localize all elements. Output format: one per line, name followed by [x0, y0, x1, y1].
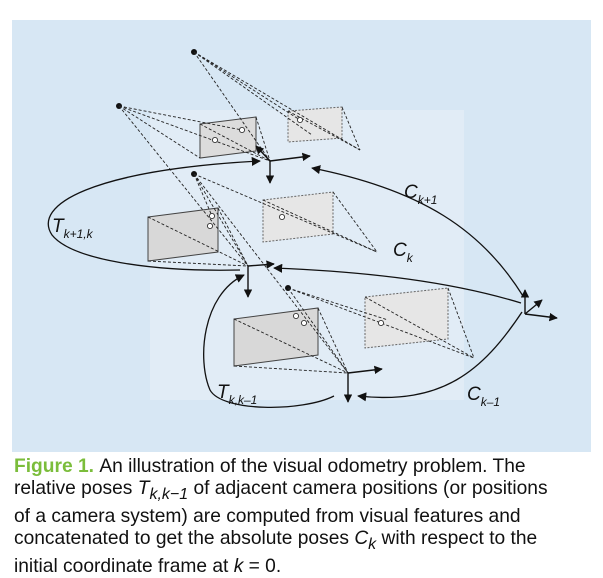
- image-plane-left-mid: [147, 207, 219, 262]
- pose-curve-c-k-plus-1: [311, 165, 524, 297]
- caption-line: concatenated to get the absolute poses C…: [14, 527, 538, 553]
- label-c-k: Ck: [393, 240, 414, 265]
- image-plane-left-bottom: [233, 307, 319, 367]
- caption-line: relative poses Tk,k−1 of adjacent camera…: [14, 478, 548, 503]
- caption-line: Figure 1. An illustration of the visual …: [14, 456, 526, 477]
- label-t-k-plus-1-k: Tk+1,k: [52, 216, 94, 241]
- label-t-k-k-minus-1: Tk,k–1: [217, 382, 257, 407]
- pose-curve-t-k-k-minus-1: [203, 274, 335, 408]
- caption-line: initial coordinate frame at k = 0.: [14, 555, 282, 577]
- world-frame-axes: [520, 289, 558, 322]
- image-plane-right-mid: [262, 191, 334, 243]
- visual-odometry-diagram: Ck+1 Ck Ck–1 Tk+1,k Tk,k–1: [47, 49, 558, 409]
- pose-curve-t-k-plus-1-k: [47, 156, 261, 271]
- label-c-k-minus-1: Ck–1: [467, 384, 500, 409]
- camera-k: [118, 105, 378, 298]
- caption-line: of a camera system) are computed from vi…: [14, 505, 521, 527]
- image-plane-right-bottom: [364, 287, 449, 349]
- label-c-k-plus-1: Ck+1: [404, 182, 437, 207]
- image-plane-right-top: [287, 106, 343, 143]
- figure-number: Figure 1.: [14, 456, 94, 477]
- figure-caption: Figure 1. An illustration of the visual …: [14, 456, 592, 578]
- camera-k-plus-1: [116, 49, 361, 184]
- figure-illustration: Ck+1 Ck Ck–1 Tk+1,k Tk,k–1: [12, 20, 591, 452]
- pose-curve-c-k: [273, 263, 522, 304]
- pose-curve-c-k-minus-1: [357, 311, 523, 402]
- camera-k-minus-1: [193, 173, 475, 403]
